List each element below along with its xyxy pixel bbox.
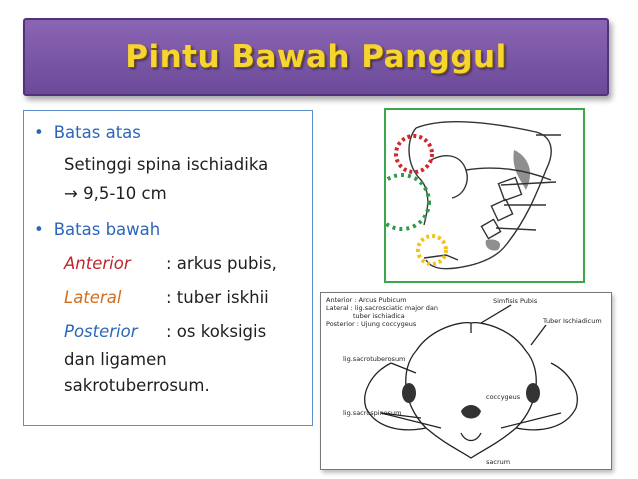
bullet-label: Batas bawah [53, 220, 161, 239]
posterior-term: Posterior [64, 322, 138, 341]
lateral-circle-icon [386, 173, 431, 231]
anterior-desc: : arkus pubis, [166, 254, 277, 273]
label-sacrospinosum: lig.sacrospinosum [343, 409, 402, 417]
posterior-cont-1: dan ligamen [64, 350, 167, 369]
posterior-line: Posterior : os koksigis [64, 322, 266, 341]
bullet-label: Batas atas [53, 123, 141, 142]
slide-title: Pintu Bawah Panggul [125, 39, 507, 75]
batas-atas-measure: → 9,5-10 cm [64, 184, 167, 203]
content-text-box: • Batas atas Setinggi spina ischiadika → … [23, 110, 313, 426]
anterior-circle-icon [394, 134, 434, 174]
posterior-circle-icon [416, 234, 448, 266]
label-sacrum: sacrum [486, 458, 510, 466]
posterior-desc: : os koksigis [166, 322, 267, 341]
legend-posterior: Posterior : Ujung coccygeus [326, 320, 417, 328]
pelvis-lateral-drawing [386, 120, 561, 270]
lateral-desc: : tuber iskhii [166, 288, 269, 307]
label-tuber: Tuber Ischiadicum [542, 317, 602, 325]
label-coccygeus: coccygeus [486, 393, 521, 401]
legend-anterior: Anterior : Arcus Pubicum [326, 296, 407, 304]
bullet-dot-icon: • [34, 220, 44, 239]
right-arrow-icon: → [64, 184, 78, 203]
batas-atas-desc: Setinggi spina ischiadika [64, 155, 269, 174]
title-banner: Pintu Bawah Panggul [23, 18, 609, 96]
anterior-term: Anterior [64, 254, 131, 273]
label-sacrotuberosum: lig.sacrotuberosum [343, 355, 405, 363]
pelvis-lateral-image [384, 108, 585, 283]
label-simfisis: Simfisis Pubis [493, 297, 538, 305]
pelvis-inferior-drawing: Anterior : Arcus Pubicum Lateral : lig.s… [326, 296, 602, 466]
bullet-batas-bawah: • Batas bawah [34, 220, 160, 239]
legend-lateral: Lateral : lig.sacrosciatic major dan [326, 304, 438, 312]
posterior-cont-2: sakrotuberrosum. [64, 376, 210, 395]
lateral-line: Lateral : tuber iskhii [64, 288, 269, 307]
bullet-batas-atas: • Batas atas [34, 123, 141, 142]
anterior-line: Anterior : arkus pubis, [64, 254, 277, 273]
legend-lateral-2: tuber ischiadica [353, 312, 405, 320]
bullet-dot-icon: • [34, 123, 44, 142]
pelvis-inferior-image: Anterior : Arcus Pubicum Lateral : lig.s… [320, 292, 612, 470]
lateral-term: Lateral [64, 288, 122, 307]
measure-value: 9,5-10 cm [77, 184, 167, 203]
